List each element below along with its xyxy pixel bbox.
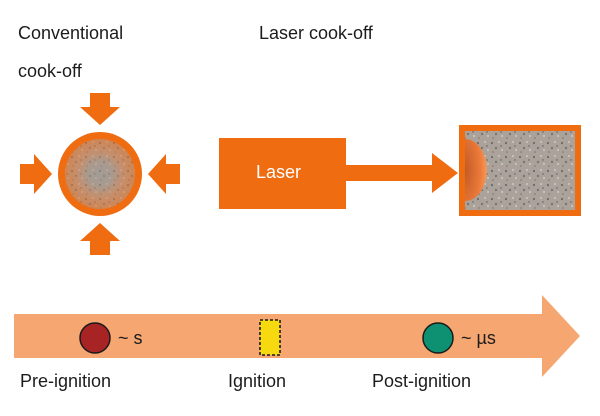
pre-ignition-time-label: ~ s [118, 328, 143, 348]
timeline [14, 295, 580, 377]
ignition-marker [259, 319, 281, 356]
arrow-right-icon [20, 154, 52, 194]
stage-pre-ignition: Pre-ignition [20, 371, 112, 391]
arrow-left-icon [148, 154, 180, 194]
stage-post-ignition: Post-ignition [372, 371, 472, 391]
laser-beam-arrow [346, 153, 458, 193]
heated-spot [465, 139, 487, 201]
laser-cook-off-title: Laser cook-off [259, 23, 373, 43]
arrow-down-icon [80, 93, 120, 125]
conventional-title-line2: cook-off [18, 61, 82, 81]
conventional-title-line1: Conventional [18, 23, 124, 43]
stage-ignition: Ignition [228, 371, 287, 391]
laser-heating-icon [219, 125, 581, 216]
timeline-arrow [14, 295, 580, 377]
laser-box-label: Laser [256, 162, 302, 182]
post-ignition-time-label: ~ µs [461, 328, 496, 348]
pre-ignition-marker [79, 322, 111, 354]
arrow-up-icon [80, 223, 120, 255]
conventional-heating-icon [20, 93, 180, 255]
post-ignition-marker [422, 322, 454, 354]
laser-box [219, 138, 346, 209]
